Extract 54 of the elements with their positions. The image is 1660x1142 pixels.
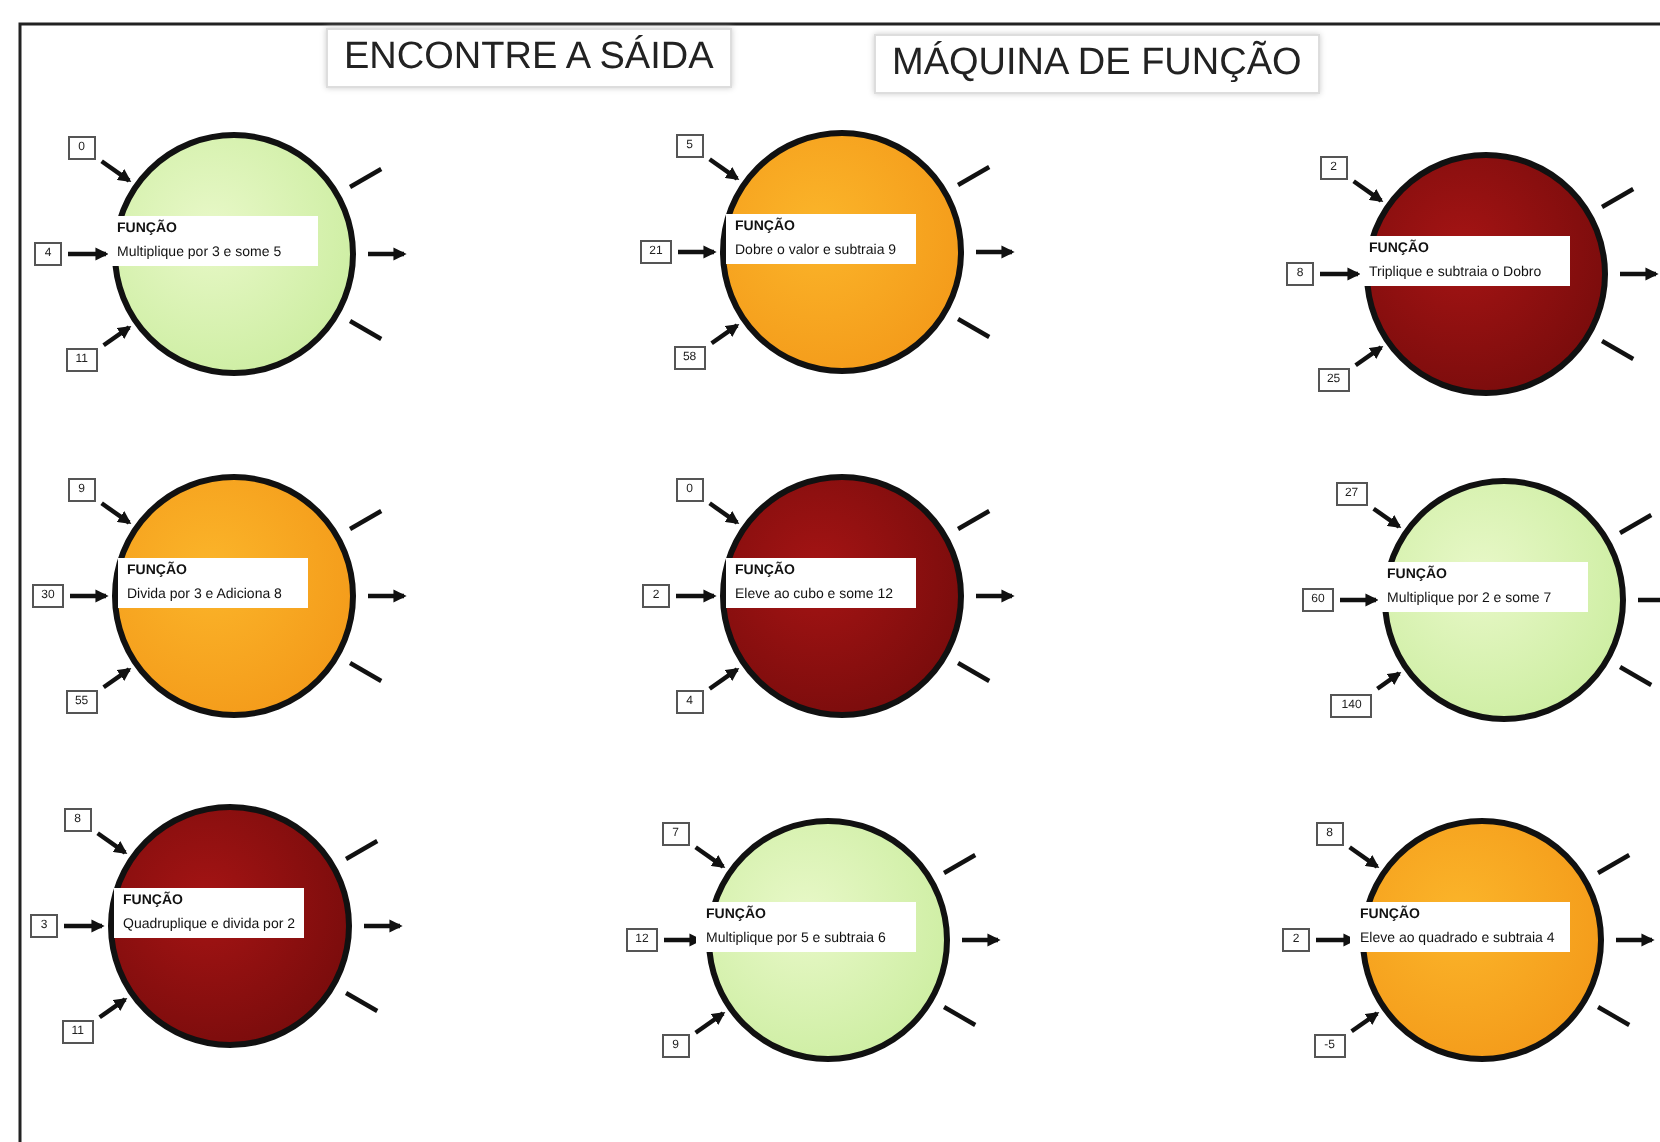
arrow <box>364 919 403 933</box>
arrow <box>710 323 740 346</box>
connector-line <box>1596 1005 1631 1027</box>
arrow <box>976 589 1015 603</box>
connector-line <box>1600 187 1635 209</box>
connector-line <box>956 165 991 187</box>
connector-line <box>348 509 383 531</box>
arrow <box>1352 179 1384 203</box>
arrow <box>1616 933 1655 947</box>
connector-line <box>956 661 991 683</box>
arrow <box>98 997 128 1020</box>
arrow <box>1348 845 1380 869</box>
arrow <box>1354 345 1384 368</box>
connector-line <box>348 319 383 341</box>
arrow <box>1350 1011 1380 1034</box>
connector-line <box>1618 665 1653 687</box>
arrow <box>708 157 740 181</box>
arrow <box>100 501 132 525</box>
connector-line <box>348 661 383 683</box>
arrow <box>102 325 132 348</box>
connector-line <box>1600 339 1635 361</box>
arrow <box>64 919 105 933</box>
title-strip: ENCONTRE A SÁIDA <box>326 28 732 88</box>
connector-line <box>344 839 379 861</box>
arrow <box>68 247 109 261</box>
arrow <box>962 933 1001 947</box>
arrow <box>70 589 109 603</box>
arrow <box>368 589 407 603</box>
arrow <box>96 831 128 855</box>
title-strip: MÁQUINA DE FUNÇÃO <box>874 34 1320 94</box>
connector-line <box>956 317 991 339</box>
connector-line <box>942 1005 977 1027</box>
arrow <box>100 159 132 183</box>
arrow <box>368 247 407 261</box>
arrow <box>1638 593 1660 607</box>
arrow <box>1620 267 1659 281</box>
connector-line <box>956 509 991 531</box>
connector-line <box>1596 853 1631 875</box>
arrow <box>1320 267 1361 281</box>
connector-line <box>348 167 383 189</box>
arrow <box>678 245 717 259</box>
arrow <box>694 1011 726 1035</box>
arrow <box>694 845 726 869</box>
arrow <box>976 245 1015 259</box>
arrow <box>1340 593 1379 607</box>
arrow <box>676 589 717 603</box>
arrow <box>708 667 740 691</box>
connector-line <box>344 991 379 1013</box>
arrow <box>708 501 740 525</box>
arrow <box>1372 506 1402 529</box>
connector-line <box>942 853 977 875</box>
arrow <box>102 667 132 690</box>
arrow <box>1376 671 1402 691</box>
connector-line <box>1618 513 1653 535</box>
